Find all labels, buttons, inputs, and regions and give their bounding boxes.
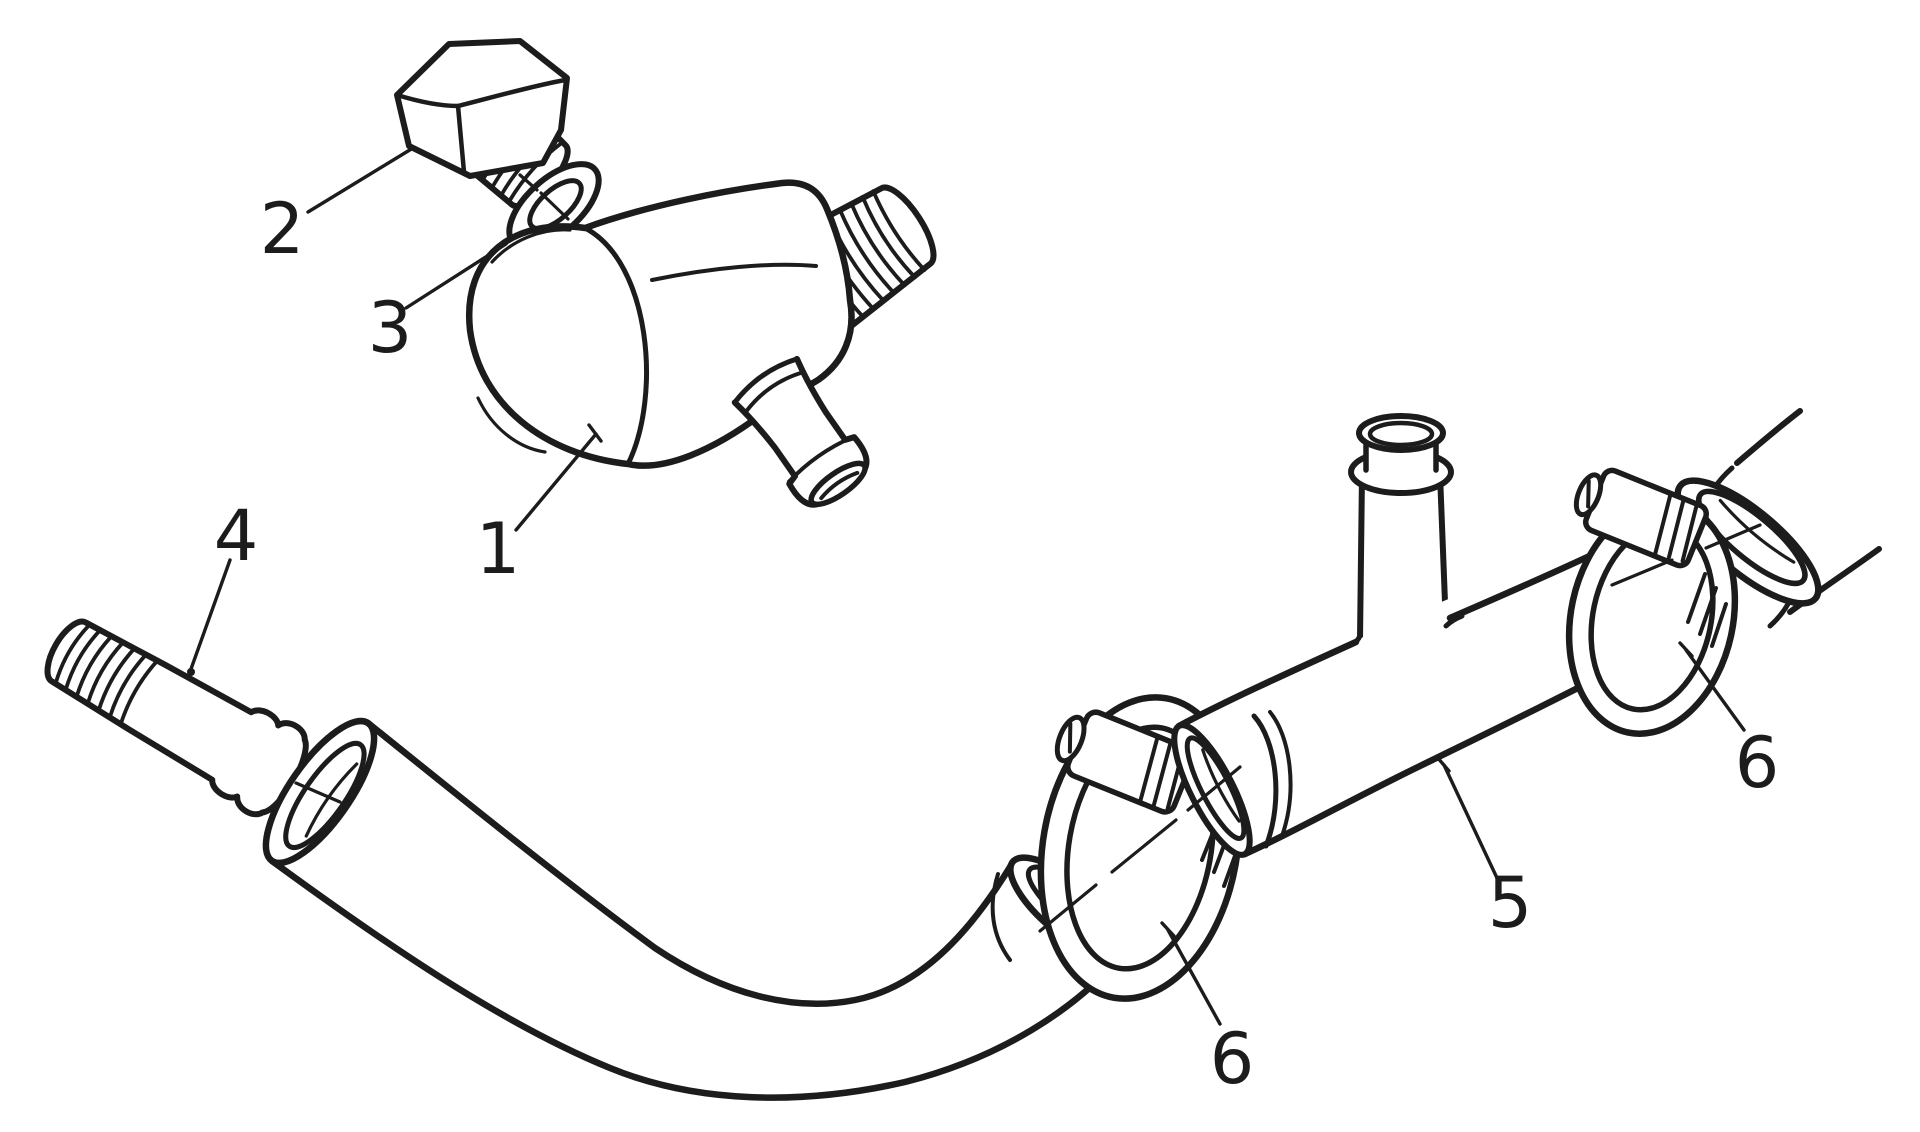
part-3-washer [506, 161, 614, 254]
clamp-right-screw-housing [1573, 467, 1710, 569]
callout-6-lower: 6 [1210, 1018, 1255, 1100]
valve-hose-barb [731, 355, 870, 508]
leader-4 [189, 558, 232, 671]
leader-3 [404, 242, 508, 310]
leader-6-right [1684, 648, 1746, 732]
hose-left [262, 717, 1129, 1101]
callout-2: 2 [260, 188, 305, 270]
leader-6-lower [1166, 928, 1222, 1026]
callout-5: 5 [1488, 862, 1533, 944]
leader-5 [1442, 763, 1499, 880]
callouts: 1 2 3 4 5 6 6 [187, 146, 1780, 1100]
leader-2 [306, 146, 415, 214]
part-1-valve [465, 179, 937, 508]
callout-6-right: 6 [1735, 722, 1780, 804]
assembly-axis-lines [1038, 523, 1762, 933]
part-6-hose-clamp-right [1565, 467, 1739, 737]
part-4-pipe-nipple [44, 618, 309, 818]
bolt-head [394, 38, 570, 179]
callout-1: 1 [476, 508, 521, 590]
leader-1 [514, 432, 598, 532]
callout-4: 4 [214, 495, 259, 577]
clamp-lower-screw-housing [1054, 709, 1196, 815]
callout-3: 3 [368, 287, 413, 369]
